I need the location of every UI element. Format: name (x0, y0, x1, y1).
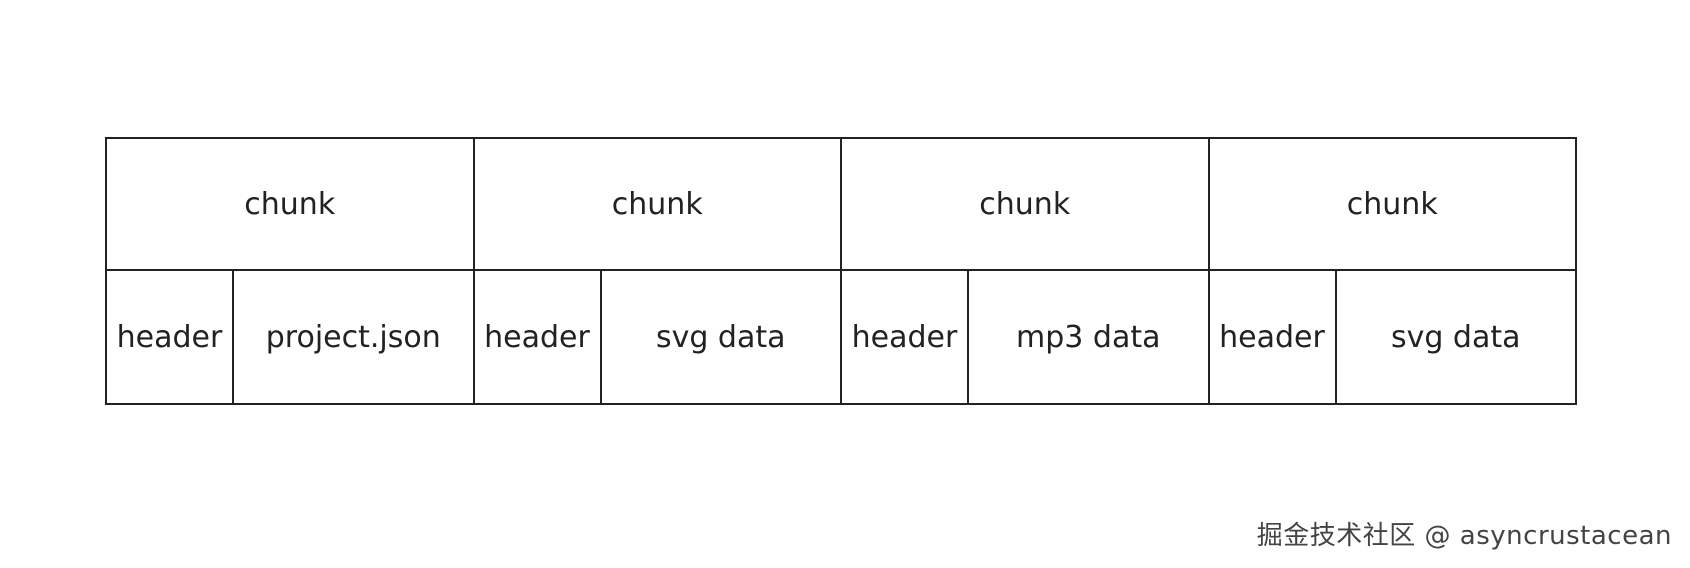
chunk-payload-cell: project.json (265, 319, 441, 355)
chunk-0: chunk header project.json (107, 139, 475, 403)
chunk-label: chunk (842, 139, 1208, 271)
chunk-header-cell: header (1210, 271, 1337, 403)
chunk-payload-cell: mp3 data (1016, 319, 1161, 355)
chunk-header-cell: header (842, 271, 969, 403)
chunk-header-cell: header (475, 271, 602, 403)
chunk-body: header svg data (475, 271, 841, 403)
chunk-2: chunk header mp3 data (842, 139, 1210, 403)
chunk-3: chunk header svg data (1209, 139, 1576, 403)
chunk-payload-cell: svg data (655, 319, 786, 355)
chunk-body: header project.json (107, 271, 473, 403)
chunk-payload-cell: svg data (1390, 319, 1521, 355)
chunk-1: chunk header svg data (474, 139, 842, 403)
chunk-header-cell: header (107, 271, 234, 403)
chunk-label: chunk (1209, 139, 1575, 271)
chunk-label: chunk (474, 139, 840, 271)
watermark: 掘金技术社区 @ asyncrustacean (1256, 521, 1672, 551)
chunk-label: chunk (107, 139, 473, 271)
chunk-diagram: chunk header project.json chunk header s… (105, 137, 1577, 405)
chunk-body: header svg data (1210, 271, 1576, 403)
chunk-body: header mp3 data (842, 271, 1208, 403)
